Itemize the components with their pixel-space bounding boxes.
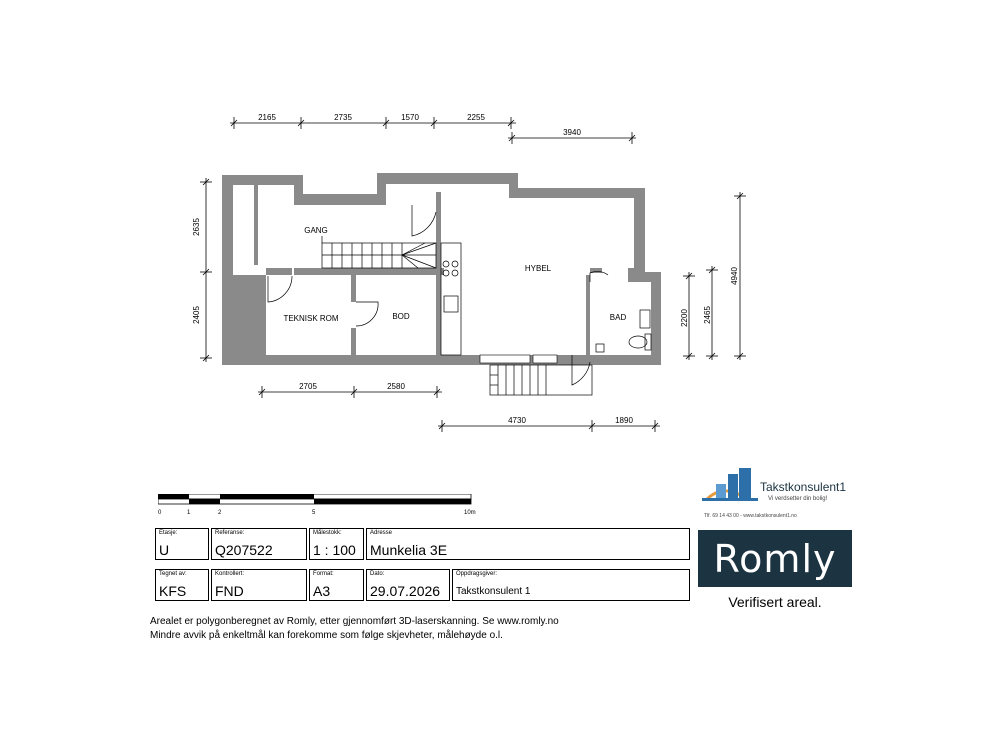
- takst-name: Takstkonsulent1: [760, 480, 846, 494]
- windows: [479, 354, 558, 364]
- note-line-1: Arealet er polygonberegnet av Romly, ett…: [150, 616, 559, 627]
- field-malestokk: Målestokk: 1 : 100: [309, 528, 364, 560]
- romly-wordmark: Romly: [713, 536, 837, 581]
- scale-tick-10: 10m: [464, 510, 476, 516]
- field-adresse: Adresse Munkelia 3E: [366, 528, 690, 560]
- dim-left-upper: 2635: [192, 218, 201, 236]
- note-line-2: Mindre avvik på enkeltmål kan forekomme …: [150, 630, 503, 641]
- romly-logo: Romly: [698, 530, 852, 587]
- room-gang: GANG: [304, 226, 328, 235]
- dim-right-1: 2200: [680, 309, 689, 327]
- referanse-value: Q207522: [215, 542, 273, 558]
- field-etasje: Etasje: U: [155, 528, 209, 560]
- malestokk-value: 1 : 100: [313, 542, 356, 558]
- dim-right-2: 2465: [703, 306, 712, 324]
- kitchen-counter: [440, 242, 462, 356]
- romly-tagline: Verifisert areal.: [728, 594, 822, 610]
- scale-bar: 0 1 2 5 10m: [158, 494, 476, 516]
- dim-bottom-1: 2705: [299, 382, 317, 391]
- field-format: Format: A3: [309, 569, 364, 601]
- field-oppdragsgiver: Oppdragsgiver: Takstkonsulent 1: [452, 569, 690, 601]
- room-teknisk-rom: TEKNISK ROM: [283, 314, 338, 323]
- scale-tick-2: 2: [218, 510, 222, 516]
- malestokk-label: Målestokk:: [313, 530, 342, 536]
- scale-tick-1: 1: [187, 510, 191, 516]
- kontrollert-label: Kontrollert:: [215, 571, 245, 577]
- adresse-value: Munkelia 3E: [370, 542, 448, 558]
- bathroom-fixtures: [595, 309, 652, 353]
- building-icon: [702, 468, 758, 502]
- interior-walls: [254, 185, 634, 355]
- dim-top-right: 3940: [563, 128, 581, 137]
- adresse-label: Adresse: [370, 530, 393, 536]
- dim-top-1: 2165: [258, 113, 276, 122]
- scale-tick-5: 5: [312, 510, 316, 516]
- etasje-label: Etasje:: [159, 530, 178, 536]
- takst-slogan: Vi verdsetter din bolig!: [768, 496, 828, 502]
- room-bad: BAD: [610, 313, 627, 322]
- oppdragsgiver-value: Takstkonsulent 1: [456, 586, 531, 597]
- dim-top-3: 1570: [401, 113, 419, 122]
- field-dato: Dato: 29.07.2026: [366, 569, 450, 601]
- dato-label: Dato:: [370, 571, 385, 577]
- exterior-stairs: [489, 364, 593, 396]
- format-label: Format:: [313, 571, 334, 577]
- dim-bottom-lower-2: 1890: [615, 416, 633, 425]
- takstkonsulent-logo: Takstkonsulent1 Vi verdsetter din bolig!…: [702, 468, 846, 519]
- oppdragsgiver-label: Oppdragsgiver:: [456, 571, 498, 577]
- kontrollert-value: FND: [215, 583, 244, 599]
- dato-value: 29.07.2026: [370, 583, 441, 599]
- door-swings: [267, 205, 609, 386]
- room-bod: BOD: [392, 312, 410, 321]
- interior-stairs: [321, 236, 437, 269]
- field-tegnet-av: Tegnet av: KFS: [155, 569, 209, 601]
- dim-bottom-2: 2580: [387, 382, 405, 391]
- room-hybel: HYBEL: [525, 264, 552, 273]
- dim-left-lower: 2405: [192, 306, 201, 324]
- floor-plan: 2165 2735 1570 2255 3940 2635 2405 2705 …: [192, 113, 746, 432]
- dim-top-2: 2735: [334, 113, 352, 122]
- field-kontrollert: Kontrollert: FND: [211, 569, 307, 601]
- format-value: A3: [313, 583, 331, 599]
- dim-top-4: 2255: [467, 113, 485, 122]
- scale-tick-0: 0: [158, 510, 162, 516]
- tegnet-av-value: KFS: [159, 583, 187, 599]
- field-referanse: Referanse: Q207522: [211, 528, 307, 560]
- tegnet-av-label: Tegnet av:: [159, 571, 187, 577]
- etasje-value: U: [159, 542, 170, 558]
- dim-right-3: 4940: [730, 267, 739, 285]
- dim-bottom-lower-1: 4730: [508, 416, 526, 425]
- takst-contact: Tlf. 69 14 43 00 - www.takstkonsulent1.n…: [704, 513, 797, 519]
- dimension-lines: [200, 117, 746, 432]
- referanse-label: Referanse:: [215, 530, 245, 536]
- exterior-walls: [222, 173, 661, 365]
